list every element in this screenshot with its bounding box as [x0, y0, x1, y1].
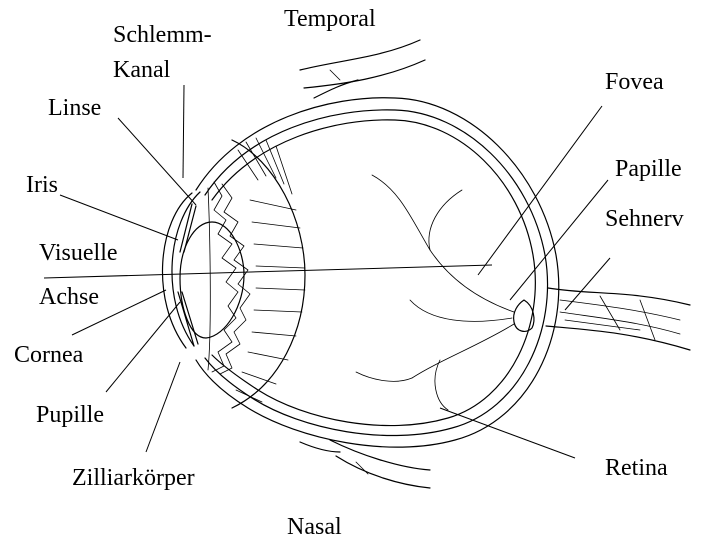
muscle-temporal	[300, 40, 425, 98]
label-papille: Papille	[615, 156, 682, 182]
iris	[178, 204, 198, 346]
cornea	[162, 192, 200, 348]
label-visuelle-achse-line1: Visuelle	[39, 240, 118, 266]
label-visuelle-achse-line2: Achse	[39, 284, 99, 310]
blood-vessels	[356, 175, 514, 410]
label-nasal: Nasal	[287, 514, 342, 540]
visual-axis	[44, 265, 492, 278]
label-zilliarkoerper: Zilliarkörper	[72, 465, 195, 491]
label-temporal: Temporal	[284, 6, 376, 32]
label-sehnerv: Sehnerv	[605, 206, 684, 232]
label-schlemm-kanal-line1: Schlemm-	[113, 22, 212, 48]
label-retina: Retina	[605, 455, 668, 481]
label-iris: Iris	[26, 172, 58, 198]
label-fovea: Fovea	[605, 69, 664, 95]
label-linse: Linse	[48, 95, 101, 121]
optic-disc	[514, 300, 534, 331]
leader-lines	[60, 85, 610, 458]
optic-nerve	[546, 288, 690, 350]
label-cornea: Cornea	[14, 342, 83, 368]
radial-fibers	[232, 138, 305, 408]
label-pupille: Pupille	[36, 402, 104, 428]
label-schlemm-kanal-line2: Kanal	[113, 57, 170, 83]
